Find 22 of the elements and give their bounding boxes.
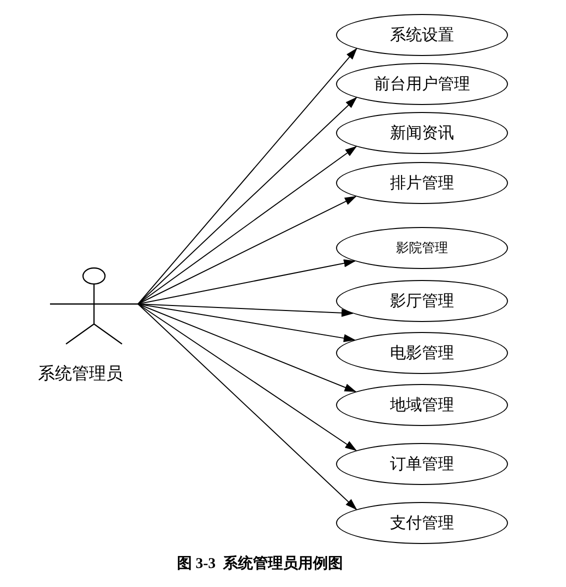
association-arrow [138, 304, 354, 317]
association-arrow [138, 304, 357, 392]
association-arrow [138, 146, 358, 304]
actor-label: 系统管理员 [38, 363, 123, 385]
use-case-ellipse: 前台用户管理 [336, 63, 508, 105]
association-arrow [138, 196, 357, 304]
use-case-ellipse: 电影管理 [336, 332, 508, 374]
figure-caption: 图 3-3 系统管理员用例图 [176, 556, 344, 572]
association-arrow [138, 96, 358, 304]
association-arrow [138, 304, 356, 342]
use-case-ellipse: 影厅管理 [336, 280, 508, 322]
use-case-ellipse: 订单管理 [336, 443, 508, 485]
use-case-ellipse: 新闻资讯 [336, 112, 508, 154]
use-case-ellipse: 影院管理 [336, 227, 508, 269]
association-arrow [138, 304, 358, 510]
use-case-ellipse: 排片管理 [336, 162, 508, 204]
association-arrow [138, 304, 357, 452]
association-arrow [138, 259, 356, 304]
use-case-ellipse: 支付管理 [336, 502, 508, 544]
association-arrow [138, 48, 358, 304]
use-case-ellipse: 地域管理 [336, 384, 508, 426]
use-case-ellipse: 系统设置 [336, 14, 508, 56]
